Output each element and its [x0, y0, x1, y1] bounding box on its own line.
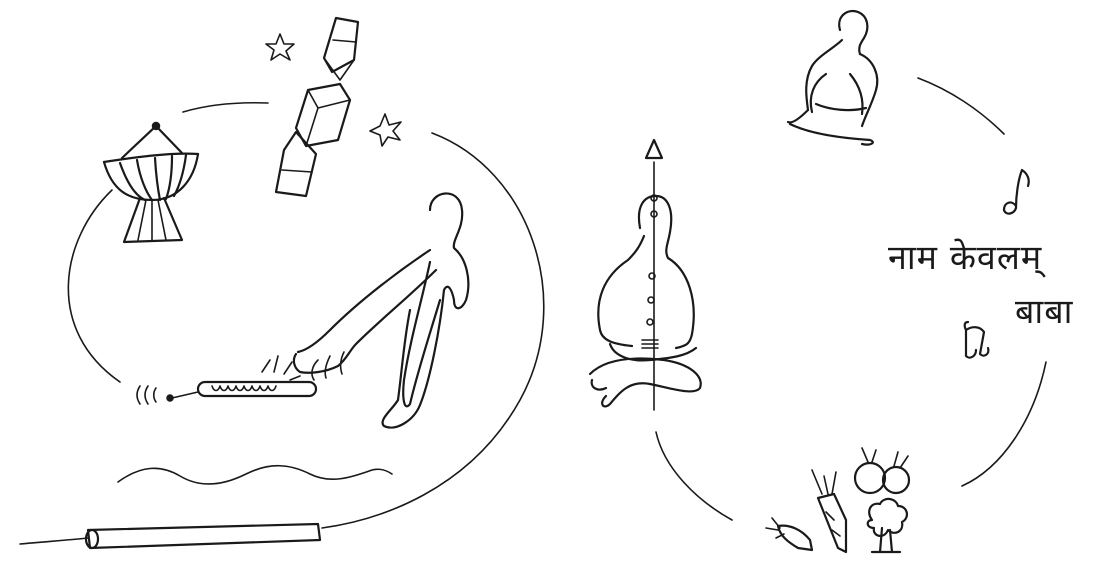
cycle-arc-right: [962, 362, 1046, 486]
signal-waves-icon: [137, 386, 156, 404]
vegetables-icon: [766, 448, 909, 552]
cycle-arc-top-right: [918, 78, 1004, 134]
standing-person-icon: [383, 193, 469, 427]
mantra-text-line-1: नाम केवलम्: [888, 233, 1042, 279]
mantra-text-line-2: बाबा: [1015, 287, 1073, 333]
star-icon: [370, 114, 401, 146]
cycle-arc-left: [68, 190, 120, 382]
music-note-icon: [965, 322, 989, 358]
cycle-arc-bottom-left: [656, 432, 732, 520]
right-cycle-diagram: [590, 11, 1046, 552]
reaching-arm-icon: [294, 250, 436, 380]
satellite-dish-icon: [104, 123, 198, 243]
meditating-person-icon: [590, 140, 701, 410]
cable-icon: [20, 524, 320, 548]
star-icon: [266, 34, 294, 60]
seated-yoga-pose-icon: [788, 11, 877, 145]
cycle-arc-right-large: [322, 133, 544, 528]
left-cycle-diagram: [20, 18, 544, 548]
music-note-icon: [1004, 170, 1029, 214]
wave-icon: [118, 466, 392, 484]
cycle-arc-top: [183, 103, 268, 112]
